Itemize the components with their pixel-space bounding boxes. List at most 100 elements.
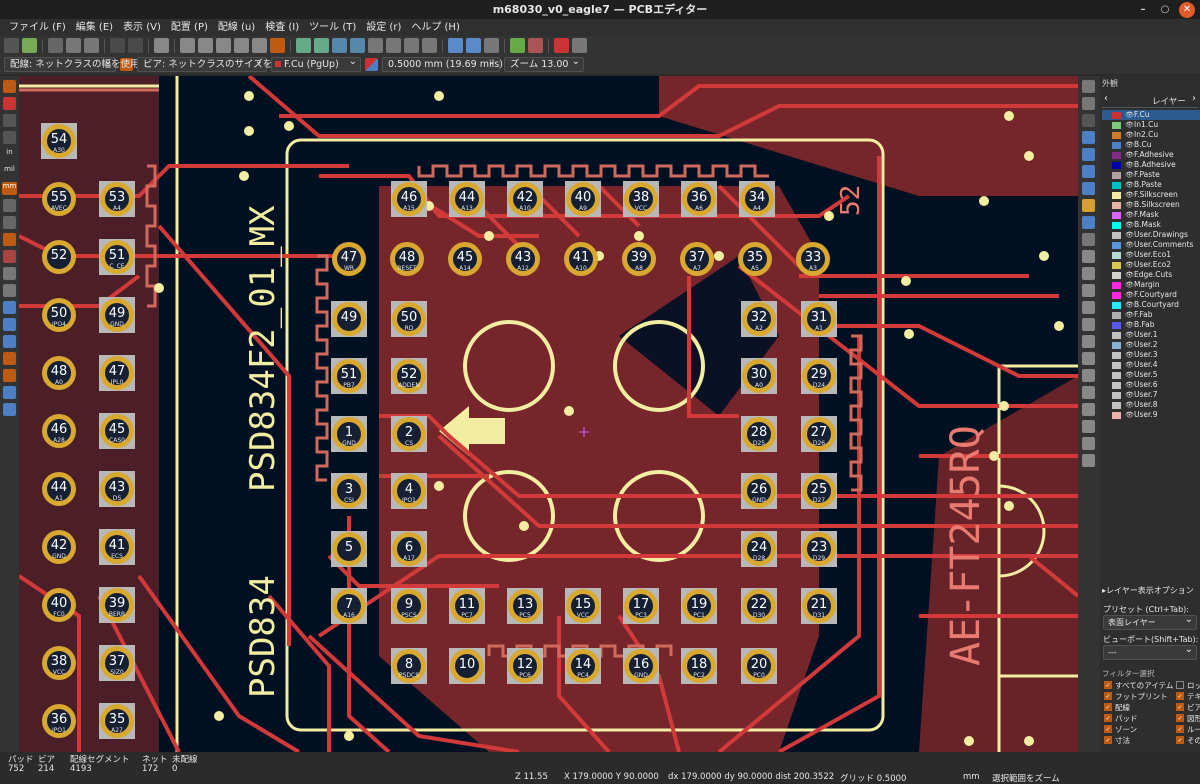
layer-row[interactable]: 👁F.Fab	[1102, 310, 1200, 320]
zoom-objects-icon[interactable]	[252, 38, 267, 53]
via[interactable]	[434, 481, 444, 491]
layer-row[interactable]: 👁F.Mask	[1102, 210, 1200, 220]
via[interactable]	[434, 91, 444, 101]
checkbox-icon[interactable]: ✓	[1176, 714, 1184, 722]
add-zone-icon[interactable]	[1082, 216, 1095, 229]
add-text-icon[interactable]	[1082, 352, 1095, 365]
eye-icon[interactable]: 👁	[1125, 171, 1134, 179]
layer-color-swatch[interactable]	[1112, 181, 1121, 189]
checkbox-icon[interactable]: ✓	[1104, 714, 1112, 722]
eye-icon[interactable]: 👁	[1125, 141, 1134, 149]
footprint-browser-icon[interactable]	[484, 38, 499, 53]
via[interactable]	[634, 231, 644, 241]
save-icon[interactable]	[4, 38, 19, 53]
menu-item[interactable]: 配置 (P)	[170, 22, 208, 33]
drc-markers-icon[interactable]	[3, 80, 16, 93]
via[interactable]	[989, 451, 999, 461]
eye-icon[interactable]: 👁	[1125, 411, 1134, 419]
checkbox-icon[interactable]	[1176, 681, 1184, 689]
layer-row[interactable]: 👁B.Adhesive	[1102, 160, 1200, 170]
via[interactable]	[1024, 736, 1034, 746]
minimize-icon[interactable]: –	[1140, 4, 1146, 15]
eye-icon[interactable]: 👁	[1125, 231, 1134, 239]
add-dimension-icon[interactable]	[1082, 386, 1095, 399]
filter-checkbox[interactable]: ✓テキ	[1176, 691, 1200, 701]
group-icon[interactable]	[368, 38, 383, 53]
draw-circle-icon[interactable]	[1082, 301, 1095, 314]
zoom-fit-icon[interactable]	[234, 38, 249, 53]
board-setup-icon[interactable]	[22, 38, 37, 53]
add-keepout-icon[interactable]	[1082, 233, 1095, 246]
angle-constraint-icon[interactable]	[3, 216, 16, 229]
checkbox-icon[interactable]: ✓	[1104, 725, 1112, 733]
board-view[interactable]: PSD834F2_01_MX PSD834 AE-FT245RQ 52 54A3…	[19, 76, 1078, 752]
properties-panel-icon[interactable]	[3, 403, 16, 416]
layer-display-options[interactable]: ▸レイヤー表示オプション	[1102, 586, 1194, 595]
layer-row[interactable]: 👁User.Comments	[1102, 240, 1200, 250]
via[interactable]	[484, 231, 494, 241]
layer-color-swatch[interactable]	[1112, 111, 1121, 119]
menu-item[interactable]: ファイル (F)	[9, 22, 66, 33]
drc-icon[interactable]	[528, 38, 543, 53]
layer-color-swatch[interactable]	[1112, 371, 1121, 379]
grid-select[interactable]: 0.5000 mm (19.69 mils)	[382, 55, 503, 72]
draw-polygon-icon[interactable]	[1082, 318, 1095, 331]
eye-icon[interactable]: 👁	[1125, 201, 1134, 209]
layer-color-swatch[interactable]	[1112, 341, 1121, 349]
inch-units-button[interactable]: in	[6, 148, 13, 156]
curved-ratsnest-icon[interactable]	[3, 250, 16, 263]
layer-color-swatch[interactable]	[1112, 331, 1121, 339]
rotate-cw-icon[interactable]	[314, 38, 329, 53]
redo-icon[interactable]	[128, 38, 143, 53]
filter-checkbox[interactable]: ✓寸法	[1104, 735, 1130, 745]
layer-row[interactable]: 👁B.Courtyard	[1102, 300, 1200, 310]
eye-icon[interactable]: 👁	[1125, 301, 1134, 309]
pad[interactable]: 2CS	[391, 416, 427, 452]
filter-checkbox[interactable]: ✓図形	[1176, 713, 1200, 723]
eye-icon[interactable]: 👁	[1125, 371, 1134, 379]
netlist-icon[interactable]	[448, 38, 463, 53]
layer-row[interactable]: 👁Edge.Cuts	[1102, 270, 1200, 280]
via[interactable]	[824, 211, 834, 221]
via[interactable]	[519, 521, 529, 531]
appearance-panel-icon[interactable]	[3, 386, 16, 399]
via[interactable]	[564, 406, 574, 416]
layer-row[interactable]: 👁User.3	[1102, 350, 1200, 360]
menu-item[interactable]: 設定 (r)	[366, 22, 402, 33]
via[interactable]	[1004, 111, 1014, 121]
layer-color-swatch[interactable]	[1112, 131, 1121, 139]
layer-color-swatch[interactable]	[1112, 381, 1121, 389]
chevron-left-icon[interactable]: ‹	[1104, 93, 1108, 104]
checkbox-icon[interactable]: ✓	[1104, 681, 1112, 689]
zoom-selection-icon[interactable]	[270, 38, 285, 53]
grid-toggle-icon[interactable]	[3, 114, 16, 127]
eye-icon[interactable]: 👁	[1125, 351, 1134, 359]
filter-checkbox[interactable]: ロッ	[1176, 680, 1200, 690]
high-contrast-icon[interactable]	[3, 352, 16, 365]
layer-row[interactable]: 👁User.9	[1102, 410, 1200, 420]
eye-icon[interactable]: 👁	[1125, 131, 1134, 139]
via[interactable]	[901, 276, 911, 286]
layer-row[interactable]: 👁User.Drawings	[1102, 230, 1200, 240]
layer-row[interactable]: 👁User.5	[1102, 370, 1200, 380]
